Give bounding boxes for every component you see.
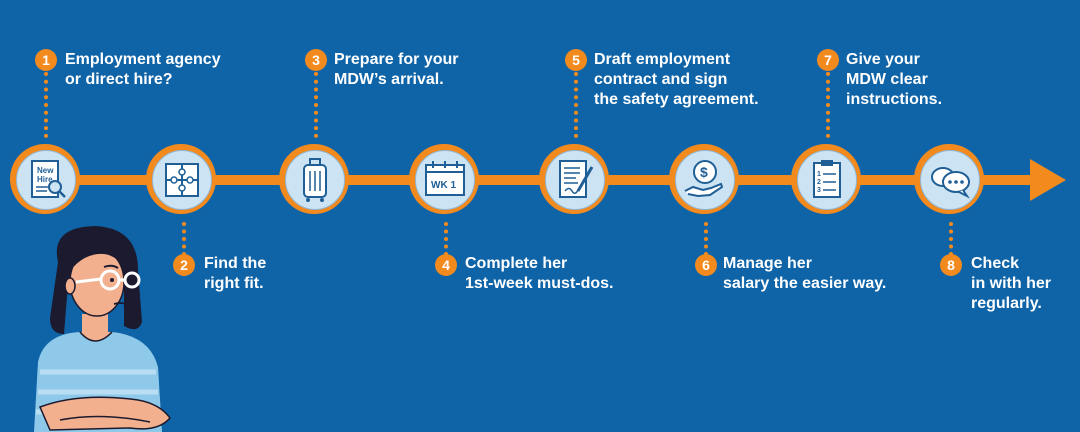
puzzle-icon	[165, 163, 199, 197]
step-7-node: 1 2 3	[791, 144, 861, 214]
chat-bubbles-icon	[931, 167, 970, 199]
connector-4	[444, 222, 448, 256]
step-7-number: 7	[817, 49, 839, 71]
connector-5	[574, 72, 578, 138]
salary-hand-icon: $	[684, 160, 724, 198]
step-3-label: Prepare for your MDW’s arrival.	[334, 51, 459, 88]
timeline-line	[20, 175, 1040, 185]
connector-8	[949, 222, 953, 256]
svg-text:2: 2	[817, 179, 821, 186]
timeline-arrow-head	[1030, 159, 1066, 201]
step-5-number: 5	[565, 49, 587, 71]
connector-6	[704, 222, 708, 256]
step-5-label: Draft employment contract and sign the s…	[594, 51, 759, 108]
connector-2	[182, 222, 186, 256]
step-8-node	[914, 144, 984, 214]
step-4-label: Complete her 1st-week must-dos.	[465, 255, 614, 292]
step-2-number: 2	[173, 254, 195, 276]
step-8-number: 8	[940, 254, 962, 276]
woman-illustration	[34, 226, 171, 432]
step-6-node: $	[669, 144, 739, 214]
clipboard-checklist-icon: 1 2 3	[813, 160, 841, 198]
svg-text:$: $	[700, 164, 708, 180]
step-2-node	[146, 144, 216, 214]
step-7-label: Give your MDW clear instructions.	[846, 51, 943, 108]
new-hire-text-1: New	[37, 166, 54, 175]
step-6-label: Manage her salary the easier way.	[723, 255, 887, 292]
connector-3	[314, 72, 318, 138]
connector-7	[826, 72, 830, 138]
new-hire-document-icon: New Hire	[31, 160, 66, 198]
svg-text:3: 3	[817, 187, 821, 194]
step-8-label: Check in with her regularly.	[971, 255, 1051, 312]
step-3-node	[279, 144, 349, 214]
svg-text:1: 1	[817, 171, 821, 178]
step-2-label: Find the right fit.	[204, 255, 267, 292]
calendar-icon: WK 1	[425, 161, 465, 196]
contract-signing-icon	[559, 160, 594, 198]
step-5-node	[539, 144, 609, 214]
calendar-week-text: WK 1	[431, 180, 456, 191]
step-1-number: 1	[35, 49, 57, 71]
luggage-icon	[303, 158, 327, 202]
step-6-number: 6	[695, 254, 717, 276]
new-hire-text-2: Hire	[37, 175, 53, 184]
step-1-label: Employment agency or direct hire?	[65, 51, 221, 88]
step-4-number: 4	[435, 254, 457, 276]
connector-1	[44, 72, 48, 138]
step-3-number: 3	[305, 49, 327, 71]
step-4-node: WK 1	[409, 144, 479, 214]
step-1-node: New Hire	[10, 144, 80, 214]
